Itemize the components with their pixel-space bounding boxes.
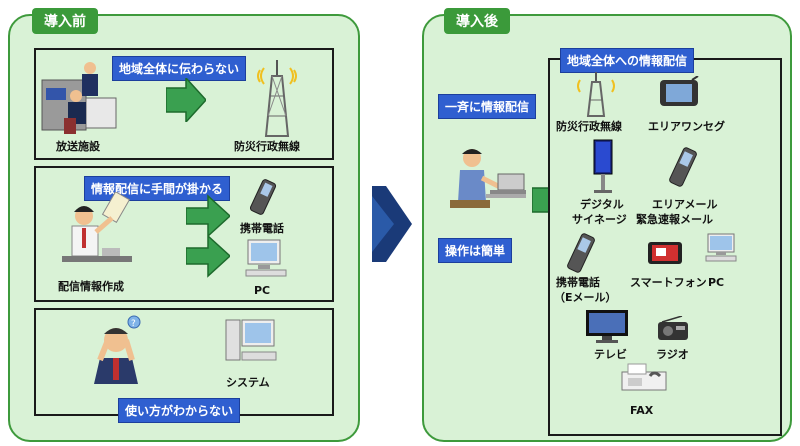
caption-disaster-radio-after: 防災行政無線 [556, 120, 622, 133]
arrow-up-right-icon [186, 194, 230, 236]
caption-broadcast-facility: 放送施設 [56, 140, 100, 153]
caption-one-seg: エリアワンセグ [648, 120, 725, 133]
broadcast-facility-illustration [40, 58, 122, 138]
one-seg-device-icon [658, 76, 700, 110]
confused-person-illustration: ? [86, 314, 156, 384]
label-broadcast-all: 一斉に情報配信 [438, 94, 537, 119]
label-easy-operation: 操作は簡単 [438, 238, 513, 263]
before-tag: 導入前 [32, 8, 98, 34]
fax-icon [620, 362, 668, 394]
system-computer-icon [224, 316, 278, 368]
radio-icon [656, 316, 690, 342]
caption-mobile-after: 携帯電話 [556, 276, 600, 289]
label-area-wide-distribution: 地域全体への情報配信 [560, 48, 695, 73]
caption-signage-1: デジタル [580, 198, 624, 211]
smartphone-icon [646, 240, 684, 268]
arrow-down-right-icon [186, 236, 230, 278]
transition-arrow-icon [372, 186, 412, 262]
svg-text:?: ? [131, 319, 136, 329]
area-mail-phone-icon [668, 146, 698, 190]
pc-icon [244, 238, 288, 280]
mobile-phone-icon [250, 178, 278, 218]
arrow-right-icon [166, 78, 206, 122]
mobile-email-icon [566, 232, 596, 276]
label-takes-effort: 情報配信に手間が掛かる [84, 176, 231, 201]
label-not-reaching: 地域全体に伝わらない [112, 56, 247, 81]
worker-illustration [52, 192, 138, 276]
caption-tv: テレビ [594, 348, 627, 361]
radio-tower-icon [252, 56, 302, 138]
caption-emergency-mail: 緊急速報メール [636, 213, 713, 226]
caption-radio: ラジオ [656, 348, 689, 361]
operator-illustration [446, 144, 530, 220]
caption-signage-2: サイネージ [572, 213, 627, 226]
caption-pc: PC [254, 284, 271, 297]
after-tag: 導入後 [444, 8, 510, 34]
radio-tower-icon-after [574, 70, 618, 118]
caption-smartphone: スマートフォン [630, 276, 707, 289]
caption-pc-after: PC [708, 276, 725, 289]
caption-area-mail: エリアメール [652, 198, 718, 211]
digital-signage-icon [590, 138, 616, 194]
caption-email: （Eメール） [554, 291, 617, 304]
caption-mobile: 携帯電話 [240, 222, 284, 235]
caption-create-info: 配信情報作成 [58, 280, 124, 293]
label-not-understood: 使い方がわからない [118, 398, 241, 423]
pc-icon-after [704, 232, 738, 264]
caption-fax: FAX [630, 404, 654, 417]
caption-system: システム [226, 376, 270, 389]
tv-icon [584, 308, 630, 344]
caption-disaster-radio: 防災行政無線 [234, 140, 300, 153]
